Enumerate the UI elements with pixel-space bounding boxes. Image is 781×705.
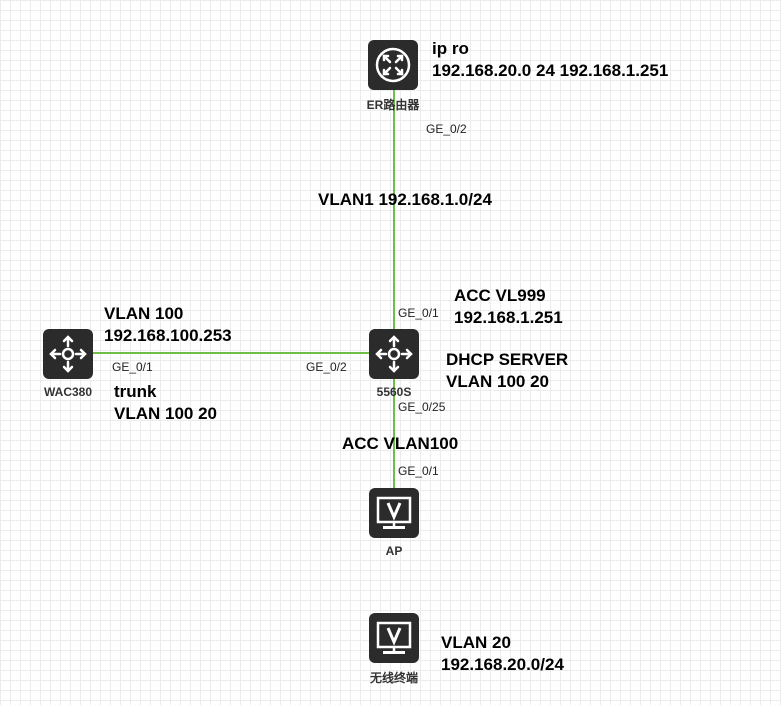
trunk-vlans: VLAN 100 20 bbox=[114, 404, 217, 423]
switch-icon bbox=[49, 335, 87, 373]
wac-device[interactable] bbox=[43, 329, 93, 379]
ap-device[interactable] bbox=[369, 488, 419, 538]
router-label: ER路由器 bbox=[366, 98, 420, 112]
router-device[interactable] bbox=[368, 40, 418, 90]
port-switch-ge01: GE_0/1 bbox=[398, 306, 439, 320]
acc-vl999-ip: 192.168.1.251 bbox=[454, 308, 563, 327]
router-route-cmd: ip ro bbox=[432, 39, 469, 58]
vlan20-note: VLAN 20 192.168.20.0/24 bbox=[441, 632, 564, 676]
port-router-ge02: GE_0/2 bbox=[426, 122, 467, 136]
router-icon bbox=[375, 47, 411, 83]
router-route-note: ip ro 192.168.20.0 24 192.168.1.251 bbox=[432, 38, 668, 82]
port-switch-ge02: GE_0/2 bbox=[306, 360, 347, 374]
dhcp-server-title: DHCP SERVER bbox=[446, 350, 569, 369]
vlan20-subnet: 192.168.20.0/24 bbox=[441, 655, 564, 674]
acc-vlan100-note: ACC VLAN100 bbox=[342, 434, 459, 453]
trunk-note: trunk VLAN 100 20 bbox=[114, 381, 217, 425]
dhcp-server-vlans: VLAN 100 20 bbox=[446, 372, 549, 391]
port-switch-ge025: GE_0/25 bbox=[398, 400, 446, 414]
port-wac-ge01: GE_0/1 bbox=[112, 360, 153, 374]
acc-vl999-title: ACC VL999 bbox=[454, 286, 546, 305]
monitor-icon bbox=[376, 621, 412, 654]
vlan100-note: VLAN 100 192.168.100.253 bbox=[104, 303, 232, 347]
vlan100-title: VLAN 100 bbox=[104, 304, 184, 323]
monitor-icon bbox=[376, 496, 412, 529]
vlan100-ip: 192.168.100.253 bbox=[104, 326, 232, 345]
switch-label: 5560S bbox=[376, 385, 412, 399]
router-route-value: 192.168.20.0 24 192.168.1.251 bbox=[432, 61, 669, 80]
dhcp-server-note: DHCP SERVER VLAN 100 20 bbox=[446, 349, 568, 393]
wireless-terminal-label: 无线终端 bbox=[369, 671, 418, 685]
switch-icon bbox=[375, 335, 413, 373]
ap-label: AP bbox=[385, 544, 403, 558]
acc-vl999-note: ACC VL999 192.168.1.251 bbox=[454, 285, 563, 329]
vlan1-note: VLAN1 192.168.1.0/24 bbox=[318, 190, 492, 209]
vlan20-title: VLAN 20 bbox=[441, 633, 511, 652]
trunk-title: trunk bbox=[114, 382, 157, 401]
wireless-terminal-device[interactable] bbox=[369, 613, 419, 663]
wac-label: WAC380 bbox=[43, 385, 93, 399]
switch-device[interactable] bbox=[369, 329, 419, 379]
port-ap-ge01: GE_0/1 bbox=[398, 464, 439, 478]
